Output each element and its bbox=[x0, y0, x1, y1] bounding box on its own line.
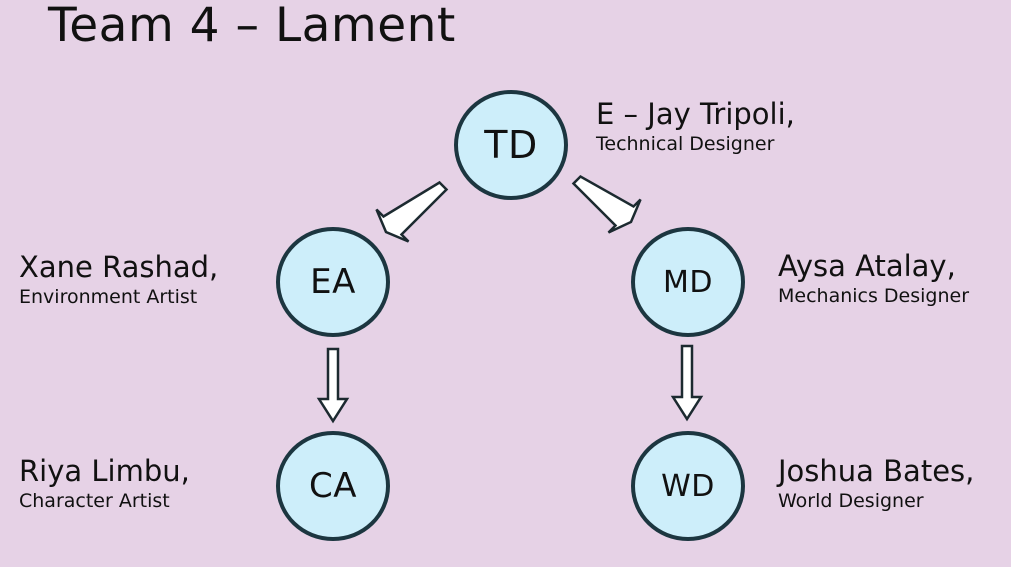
arrow-md-to-wd bbox=[670, 344, 704, 422]
person-ea-name: Xane Rashad, bbox=[19, 250, 219, 284]
person-td: E – Jay Tripoli, Technical Designer bbox=[596, 96, 795, 156]
node-wd: WD bbox=[631, 431, 745, 541]
person-md-name: Aysa Atalay, bbox=[778, 249, 956, 283]
node-ea: EA bbox=[276, 227, 390, 337]
arrow-td-to-md bbox=[571, 174, 642, 234]
arrow-td-to-ea bbox=[375, 180, 449, 243]
person-ea: Xane Rashad, Environment Artist bbox=[19, 249, 218, 309]
person-ca-name: Riya Limbu, bbox=[19, 454, 190, 488]
slide-title: Team 4 – Lament bbox=[48, 0, 456, 53]
person-md-role: Mechanics Designer bbox=[778, 285, 970, 307]
person-wd: Joshua Bates, World Designer bbox=[778, 453, 974, 513]
person-ea-role: Environment Artist bbox=[19, 286, 198, 308]
person-td-role: Technical Designer bbox=[596, 133, 775, 155]
person-wd-role: World Designer bbox=[778, 490, 924, 512]
arrow-ea-to-ca bbox=[316, 347, 350, 424]
person-ca-role: Character Artist bbox=[19, 490, 170, 512]
node-td: TD bbox=[454, 90, 568, 200]
person-md: Aysa Atalay, Mechanics Designer bbox=[778, 248, 969, 308]
node-md: MD bbox=[631, 227, 745, 337]
person-td-name: E – Jay Tripoli, bbox=[596, 97, 795, 131]
person-ca: Riya Limbu, Character Artist bbox=[19, 453, 190, 513]
node-ca: CA bbox=[276, 431, 390, 541]
person-wd-name: Joshua Bates, bbox=[778, 454, 975, 488]
